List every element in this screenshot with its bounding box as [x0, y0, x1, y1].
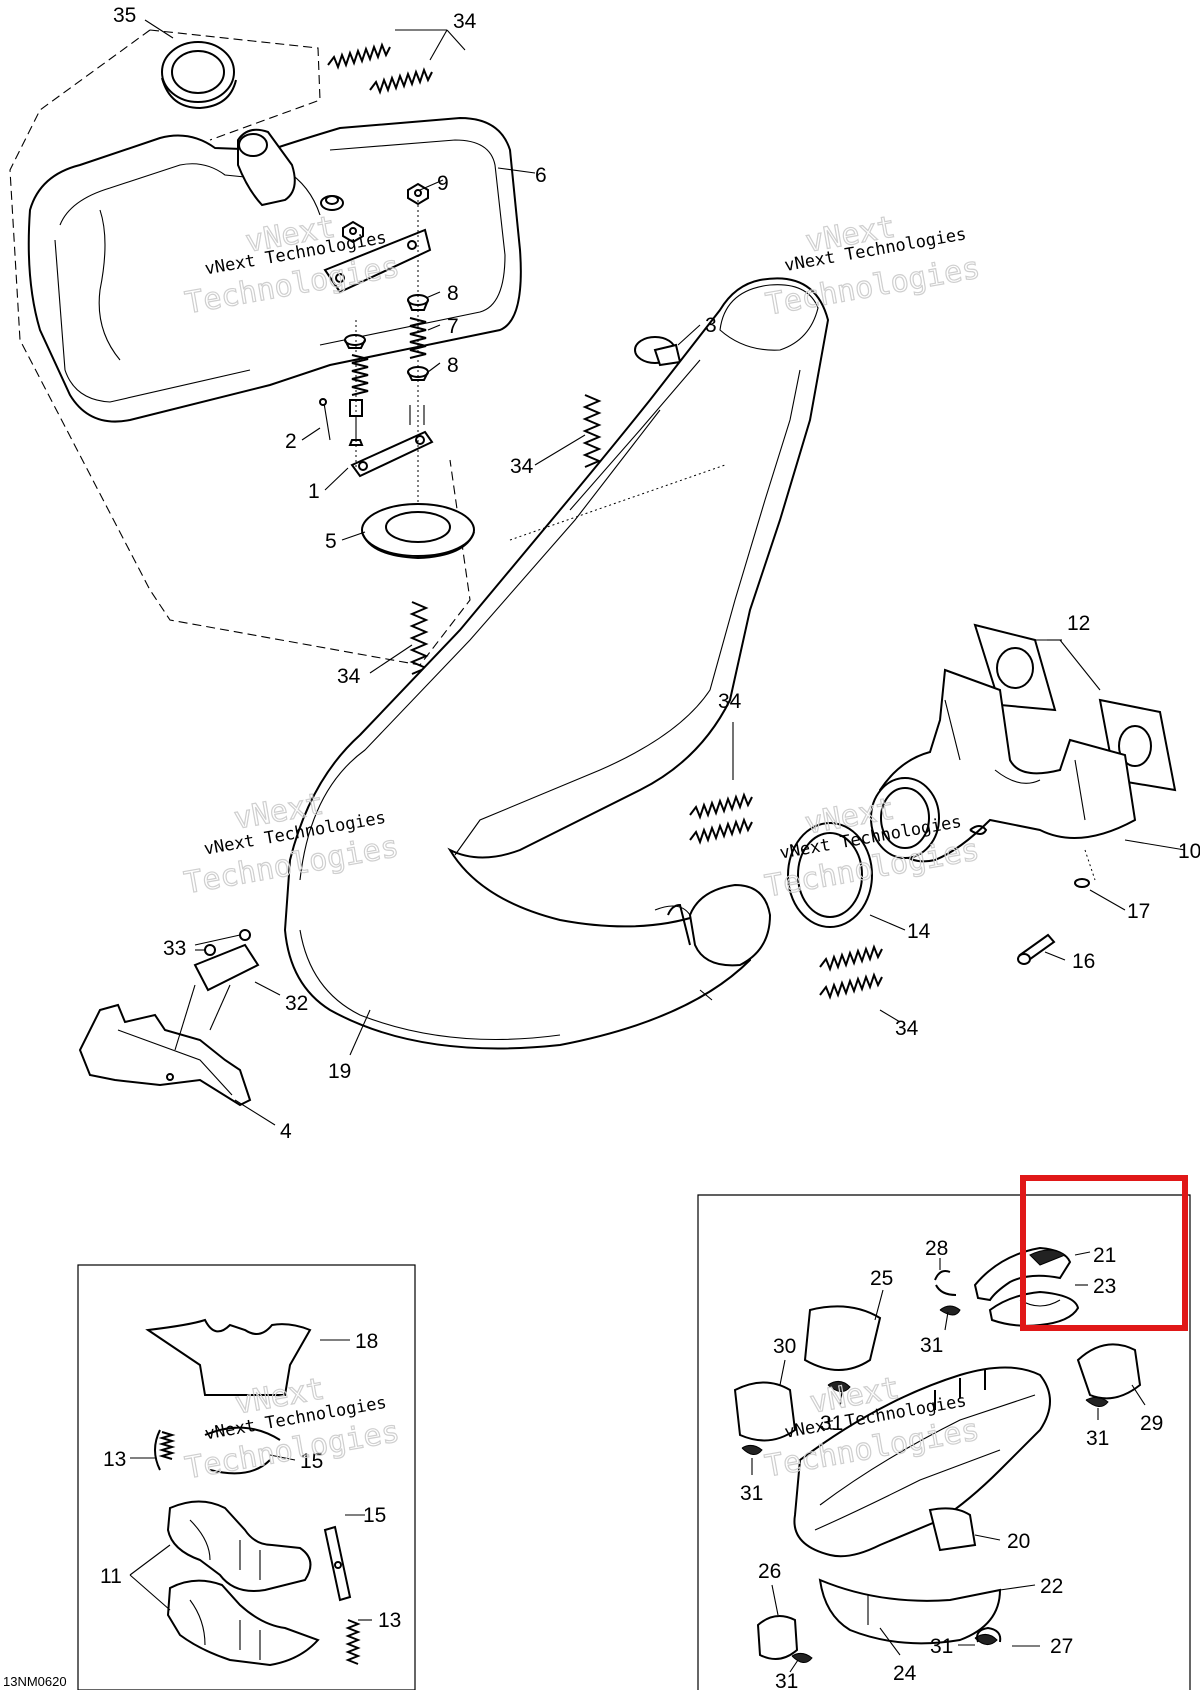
plate-32[interactable]: [193, 943, 260, 992]
spring-7[interactable]: [351, 317, 427, 396]
callout-34: 34: [718, 690, 742, 713]
leader-lines: [129, 19, 1186, 1673]
spring-34-right-pair[interactable]: [689, 792, 753, 845]
callout-11: 11: [100, 1565, 122, 1588]
selection-highlight: [1020, 1175, 1188, 1331]
gasket-ring-35[interactable]: [161, 41, 237, 110]
callout-15: 15: [300, 1450, 323, 1473]
callout-32: 32: [285, 992, 308, 1015]
callout-18: 18: [355, 1330, 378, 1353]
clip-15-a[interactable]: [204, 1426, 281, 1475]
clamp-27[interactable]: [976, 1626, 1002, 1643]
callout-29: 29: [1140, 1412, 1163, 1435]
leader-33-4: [209, 984, 231, 1031]
callout-12: 12: [1067, 612, 1090, 635]
bumper-3[interactable]: [634, 336, 682, 367]
callout-2: 2: [285, 430, 297, 453]
manifold-11[interactable]: [166, 1500, 320, 1667]
callout-20: 20: [1007, 1530, 1030, 1553]
muffler-group-outline: [9, 29, 471, 666]
callout-labels: 35 34 6 9 8 7 8 2 1 5 3 34 34 12 34 10 1…: [3, 4, 1200, 1690]
callout-14: 14: [907, 920, 931, 943]
washer-17[interactable]: [1074, 849, 1096, 888]
shield-22[interactable]: [818, 1578, 1002, 1645]
spring-34-mid-a[interactable]: [582, 394, 602, 468]
spring-34-mid-b[interactable]: [409, 601, 429, 675]
clamp-band-30[interactable]: [733, 1381, 797, 1442]
callout-31: 31: [740, 1482, 763, 1505]
callout-25: 25: [870, 1267, 893, 1290]
callout-34: 34: [453, 10, 477, 33]
callout-23: 23: [1093, 1275, 1116, 1298]
bolt-assembly[interactable]: [348, 200, 434, 530]
clamp-28[interactable]: [934, 1270, 961, 1316]
callout-8: 8: [447, 354, 459, 377]
callout-31: 31: [1086, 1427, 1109, 1450]
callout-31: 31: [820, 1412, 843, 1435]
callout-9: 9: [437, 172, 449, 195]
spring-13-a[interactable]: [154, 1429, 176, 1471]
callout-6: 6: [535, 164, 547, 187]
callout-35: 35: [113, 4, 136, 27]
exhaust-pipe-19[interactable]: [283, 277, 830, 1050]
callout-4: 4: [280, 1120, 292, 1143]
watermark-top-right: vNext vNext Technologies Technologies: [763, 209, 984, 323]
callout-27: 27: [1050, 1635, 1073, 1658]
callout-31: 31: [775, 1670, 798, 1690]
clamp-31-set[interactable]: [741, 1381, 1109, 1663]
drawing-code: 13NM0620: [3, 1674, 67, 1689]
callout-19: 19: [328, 1060, 351, 1083]
callout-16: 16: [1072, 950, 1095, 973]
leader-33-32: [174, 984, 196, 1051]
callout-3: 3: [705, 314, 717, 337]
callout-33: 33: [163, 937, 186, 960]
spring-34-top-a[interactable]: [327, 42, 391, 70]
callout-21: 21: [1093, 1244, 1116, 1267]
callout-28: 28: [925, 1237, 948, 1260]
watermark-bottom-right: vNext vNext Technologies Technologies: [762, 1370, 983, 1485]
callout-22: 22: [1040, 1575, 1063, 1598]
callout-15: 15: [363, 1504, 386, 1527]
muffler-20[interactable]: [793, 1366, 1051, 1558]
heat-shield-4[interactable]: [78, 1003, 252, 1107]
callout-26: 26: [758, 1560, 781, 1583]
callout-8: 8: [447, 282, 459, 305]
clamp-band-29[interactable]: [1076, 1343, 1142, 1400]
mounting-bracket[interactable]: [323, 228, 432, 294]
gasket-18[interactable]: [145, 1318, 312, 1396]
spring-34-bottom-pair[interactable]: [819, 944, 883, 1000]
callout-5: 5: [325, 530, 337, 553]
screw-2[interactable]: [319, 398, 331, 441]
spring-34-top-b[interactable]: [369, 67, 433, 95]
exhaust-manifold-10[interactable]: [870, 668, 1137, 863]
callout-34: 34: [510, 455, 534, 478]
clip-15-b[interactable]: [323, 1525, 352, 1602]
spring-13-b[interactable]: [345, 1619, 361, 1665]
callout-10: 10: [1178, 840, 1200, 863]
clamp-band-26[interactable]: [756, 1615, 799, 1660]
callout-24: 24: [893, 1662, 917, 1685]
washer-8-lower[interactable]: [344, 334, 429, 381]
callout-17: 17: [1127, 900, 1150, 923]
callout-13: 13: [103, 1448, 126, 1471]
callout-34: 34: [895, 1017, 919, 1040]
callout-7: 7: [447, 315, 459, 338]
callout-34: 34: [337, 665, 361, 688]
clamp-ring-14[interactable]: [787, 822, 873, 928]
rubber-grommet-5[interactable]: [361, 503, 475, 560]
callout-1: 1: [308, 480, 320, 503]
callout-31: 31: [920, 1334, 943, 1357]
bolt-16[interactable]: [1017, 933, 1056, 965]
callout-30: 30: [773, 1335, 796, 1358]
muffler-body-6[interactable]: [27, 116, 522, 423]
callout-31: 31: [930, 1635, 953, 1658]
callout-13: 13: [378, 1609, 401, 1632]
clamp-band-25[interactable]: [803, 1305, 882, 1371]
